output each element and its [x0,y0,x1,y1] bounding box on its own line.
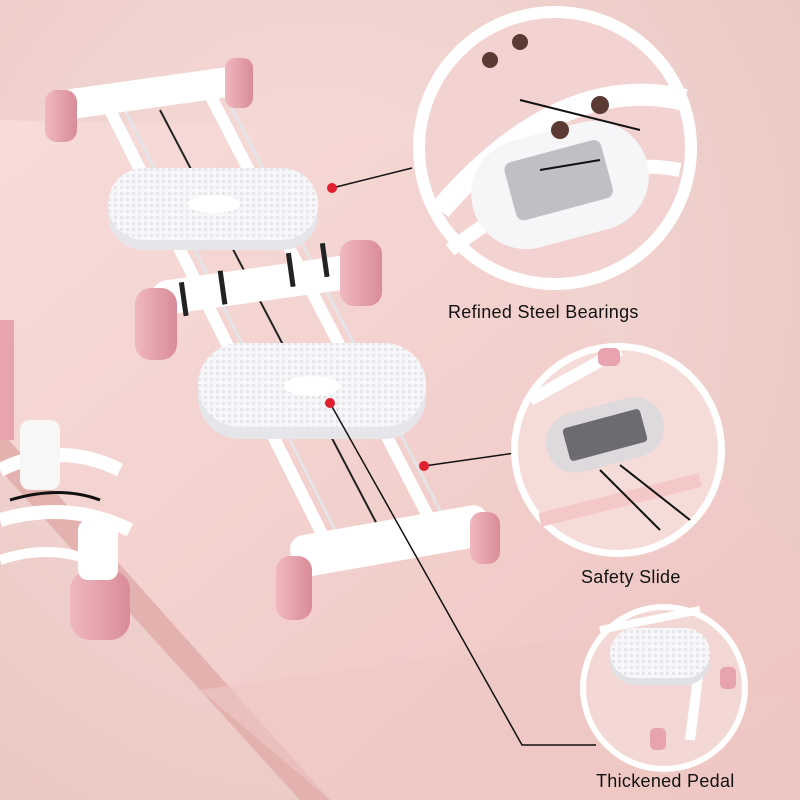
callout-label-slide: Safety Slide [581,567,681,587]
detail-slide-inset [511,343,725,557]
detail-bearings-inset [413,6,697,290]
detail-pedal-inset [580,604,748,772]
top-end-bar [45,58,253,142]
lower-pedal [198,343,426,439]
callout-label-pedal: Thickened Pedal [596,771,735,791]
marker-pedal [325,398,335,408]
marker-bearings [327,183,337,193]
callout-leaders [329,167,596,746]
secondary-device [0,320,134,640]
callout-label-bearings: Refined Steel Bearings [448,302,639,322]
upper-pedal [108,168,318,250]
bottom-end-bar [276,505,500,620]
marker-slide [419,461,429,471]
middle-roller [135,240,382,360]
